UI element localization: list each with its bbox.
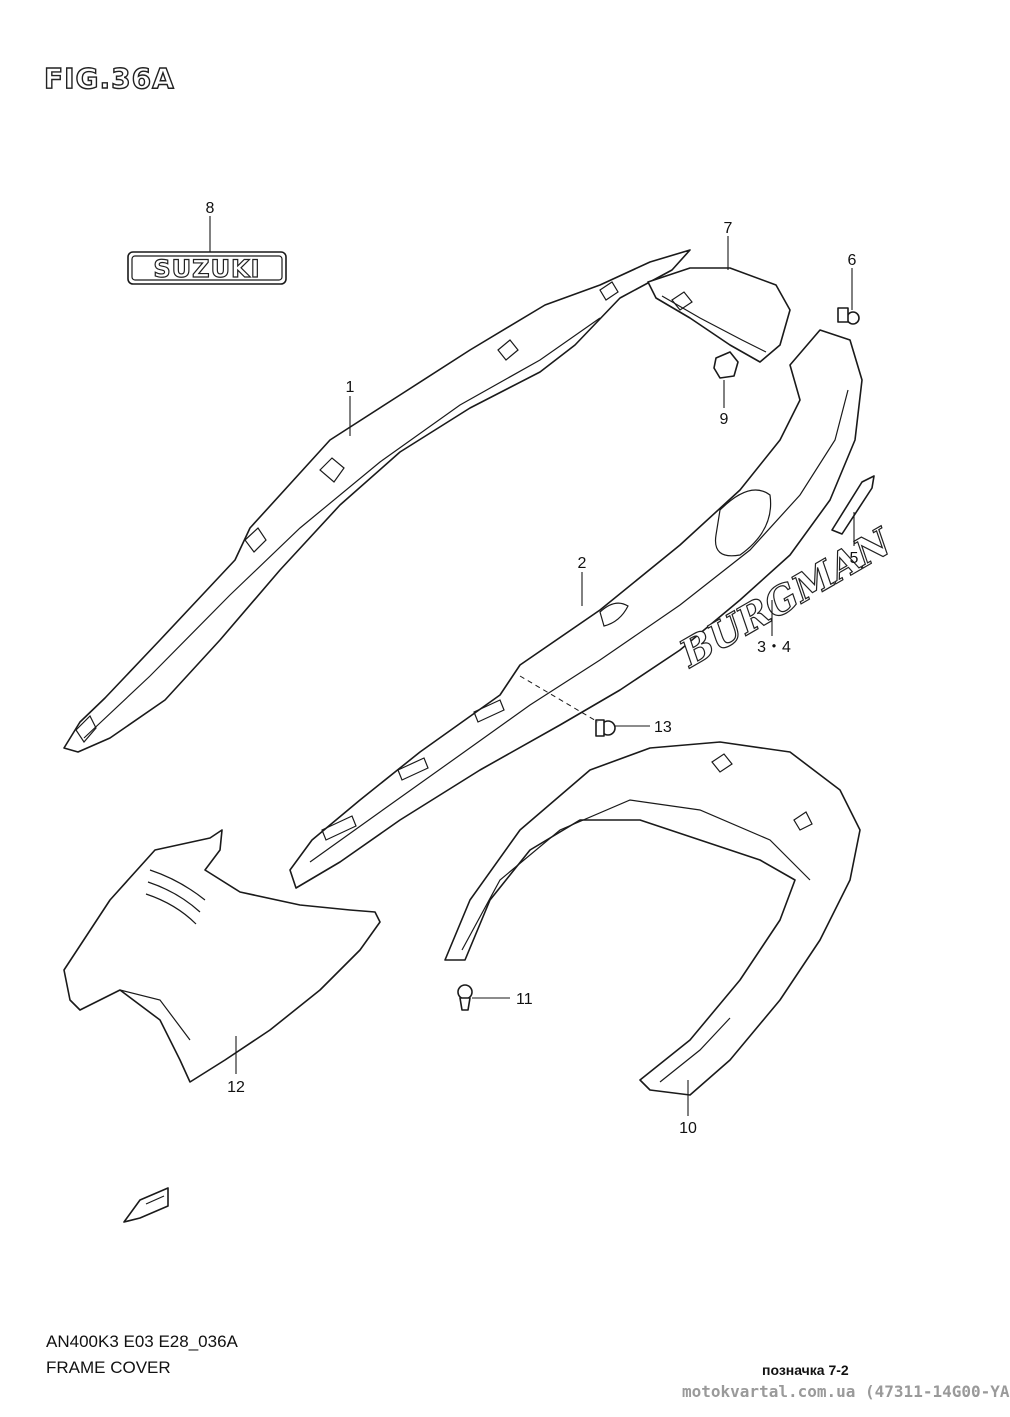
part-13-screw[interactable]: [595, 719, 616, 737]
part-9-clip[interactable]: [713, 351, 739, 379]
callout-13: 13: [654, 719, 672, 736]
section-name: FRAME COVER: [46, 1358, 171, 1377]
callout-12: 12: [227, 1079, 245, 1096]
part-5-displacement-emblem[interactable]: [831, 475, 875, 535]
callout-7: 7: [724, 220, 733, 237]
part-11-push-rivet[interactable]: [457, 984, 473, 1011]
callout-1: 1: [346, 379, 355, 396]
leader-13-dashed: [519, 675, 599, 723]
page-mark: позначка 7-2: [762, 1362, 849, 1378]
suzuki-emblem-text: SUZUKI: [153, 255, 260, 283]
source-watermark: motokvartal.com.ua (47311-14G00-YA: [682, 1382, 1010, 1401]
figure-title: FIG.36A: [43, 61, 175, 95]
callout-3-4: 3・4: [757, 639, 791, 656]
part-6-clip[interactable]: [837, 307, 860, 325]
part-10-rear-u-cover[interactable]: [444, 741, 861, 1096]
callout-11: 11: [516, 991, 533, 1008]
callout-2: 2: [578, 555, 587, 572]
callout-10: 10: [679, 1120, 697, 1137]
part-12-front-lower-cover[interactable]: [63, 829, 381, 1083]
model-code: AN400K3 E03 E28_036A: [46, 1332, 238, 1351]
callout-8: 8: [206, 200, 215, 217]
callout-6: 6: [848, 252, 857, 269]
callout-9: 9: [720, 411, 729, 428]
callout-5: 5: [850, 550, 859, 567]
part-1-frame-cover-left[interactable]: [63, 249, 691, 753]
front-direction-arrow-icon: [123, 1187, 169, 1223]
part-8-suzuki-emblem[interactable]: SUZUKI: [127, 251, 287, 285]
part-7-rear-cover[interactable]: [647, 267, 791, 363]
